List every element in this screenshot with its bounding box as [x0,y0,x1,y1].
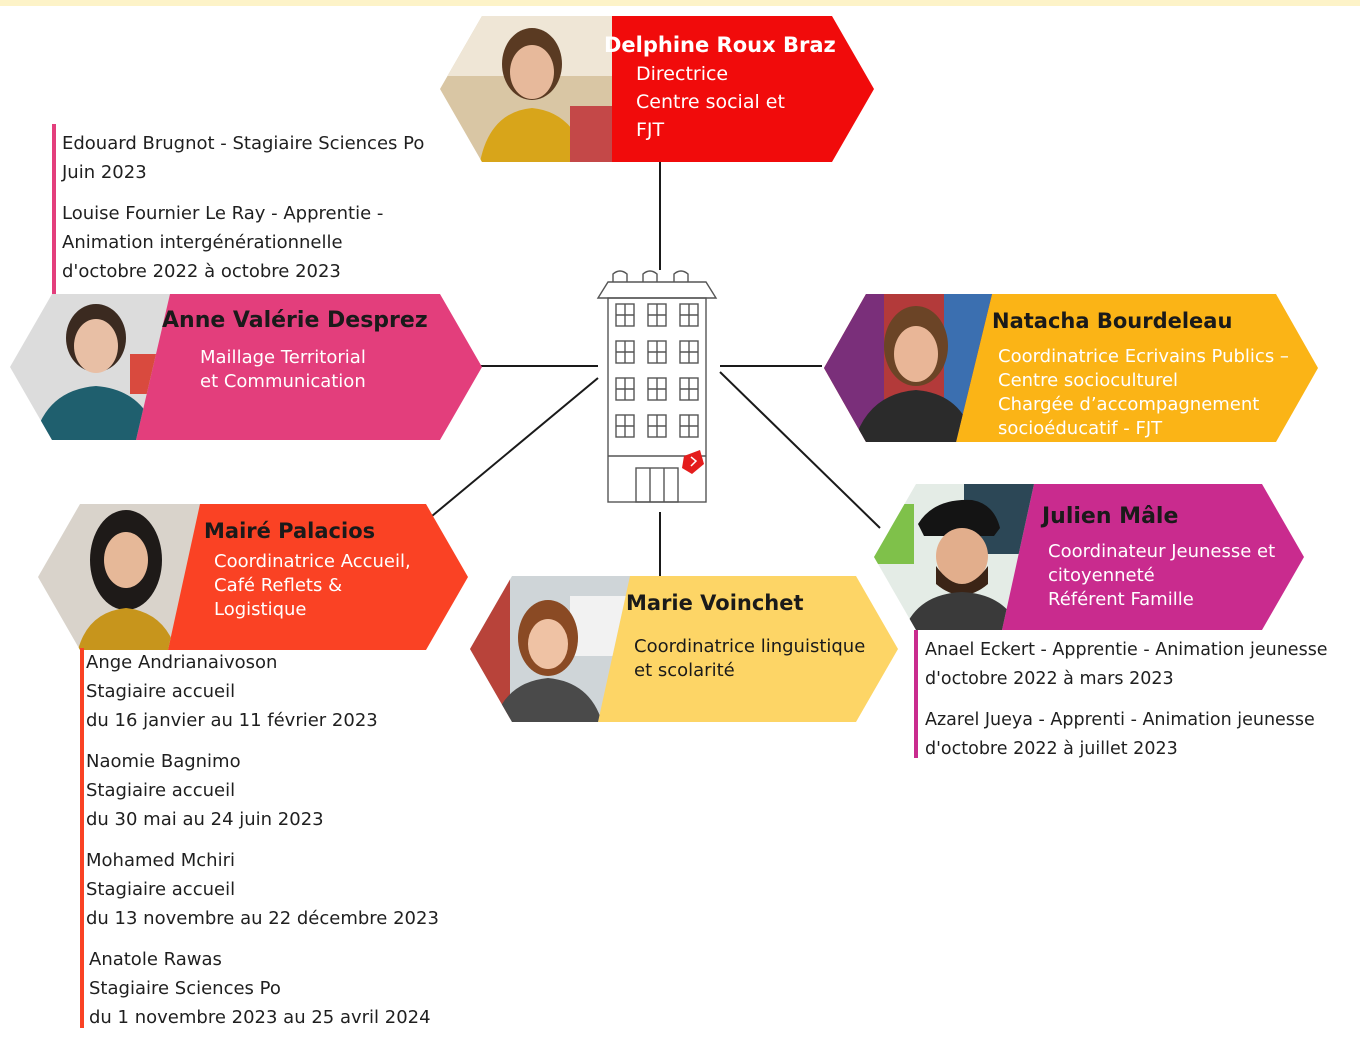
julien-role: Coordinateur Jeunesse et citoyenneté Réf… [1048,540,1275,612]
note-entry: Ange Andrianaivoson Stagiaire accueil du… [86,648,439,735]
maire-role: Coordinatrice Accueil, Café Reflets & Lo… [214,550,411,622]
marie-card-shape [470,576,898,722]
natacha-name: Natacha Bourdeleau [992,309,1233,333]
building-icon [596,270,718,503]
note-entry: Azarel Jueya - Apprenti - Animation jeun… [925,706,1328,764]
note-line: Stagiaire Sciences Po [89,978,281,999]
delphine-role-line: Directrice [636,63,729,85]
connector-left-bottom [431,377,599,517]
note-line: Stagiaire accueil [86,681,236,702]
marie-name: Marie Voinchet [626,591,804,615]
note-rule-top-left [52,124,56,294]
maire-role-line: Coordinatrice Accueil, [214,551,411,572]
note-line: d'octobre 2022 à mars 2023 [925,669,1174,689]
delphine-role-line: FJT [636,119,665,141]
anne-role: Maillage Territorial et Communication [200,346,366,394]
natacha-role: Coordinatrice Ecrivains Publics – Centre… [998,345,1289,441]
delphine-role: Directrice Centre social et FJT [636,60,785,144]
natacha-role-line: Coordinatrice Ecrivains Publics – [998,346,1289,367]
note-line: du 30 mai au 24 juin 2023 [86,809,324,830]
note-entry: Anatole Rawas Stagiaire Sciences Po du 1… [89,945,439,1032]
note-line: Juin 2023 [62,162,147,183]
note-line: du 16 janvier au 11 février 2023 [86,710,378,731]
marie-role-line: Coordinatrice linguistique [634,636,866,657]
connector-right-bottom [719,371,881,529]
note-line: Ange Andrianaivoson [86,652,278,673]
marie-role: Coordinatrice linguistique et scolarité [634,635,865,683]
julien-card-shape [874,484,1304,630]
note-line: Anael Eckert - Apprentie - Animation jeu… [925,640,1328,660]
note-line: Animation intergénérationnelle [62,232,343,253]
delphine-role-line: Centre social et [636,91,785,113]
marie-role-line: et scolarité [634,660,735,681]
note-right: Anael Eckert - Apprentie - Animation jeu… [925,636,1328,776]
anne-name: Anne Valérie Desprez [162,308,428,333]
julien-role-line: Référent Famille [1048,589,1194,610]
anne-role-line: et Communication [200,371,366,392]
note-line: Stagiaire accueil [86,879,236,900]
anne-card-shape [10,294,482,440]
note-line: Mohamed Mchiri [86,850,235,871]
maire-role-line: Café Reflets & [214,575,343,596]
maire-name: Mairé Palacios [204,519,376,543]
natacha-role-line: Chargée d’accompagnement [998,394,1260,415]
note-line: Anatole Rawas [89,949,222,970]
delphine-card-shape [440,16,874,162]
note-line: Edouard Brugnot - Stagiaire Sciences Po [62,133,425,154]
maire-card-shape [38,504,468,650]
maire-role-line: Logistique [214,599,307,620]
note-entry: Anael Eckert - Apprentie - Animation jeu… [925,636,1328,694]
delphine-name: Delphine Roux Braz [604,33,836,57]
note-line: Louise Fournier Le Ray - Apprentie - [62,203,384,224]
top-strip [0,0,1360,6]
note-rule-right [914,630,918,758]
julien-role-line: Coordinateur Jeunesse et [1048,541,1276,562]
natacha-role-line: socioéducatif - FJT [998,418,1163,439]
note-line: Stagiaire accueil [86,780,236,801]
note-line: du 13 novembre au 22 décembre 2023 [86,908,439,929]
note-line: Naomie Bagnimo [86,751,241,772]
note-top-left: Edouard Brugnot - Stagiaire Sciences Po … [62,129,424,298]
note-entry: Edouard Brugnot - Stagiaire Sciences Po … [62,129,424,187]
note-line: Azarel Jueya - Apprenti - Animation jeun… [925,710,1315,730]
note-rule-bottom-left [80,648,84,1028]
note-line: d'octobre 2022 à octobre 2023 [62,261,341,282]
natacha-card-shape [824,294,1318,442]
note-entry: Mohamed Mchiri Stagiaire accueil du 13 n… [86,846,439,933]
natacha-role-line: Centre socioculturel [998,370,1179,391]
julien-name: Julien Mâle [1042,504,1179,529]
julien-role-line: citoyenneté [1048,565,1155,586]
note-line: d'octobre 2022 à juillet 2023 [925,739,1178,759]
note-bottom-left: Ange Andrianaivoson Stagiaire accueil du… [86,648,439,1044]
note-entry: Louise Fournier Le Ray - Apprentie - Ani… [62,199,424,286]
note-line: du 1 novembre 2023 au 25 avril 2024 [89,1007,431,1028]
note-entry: Naomie Bagnimo Stagiaire accueil du 30 m… [86,747,439,834]
anne-role-line: Maillage Territorial [200,347,366,368]
